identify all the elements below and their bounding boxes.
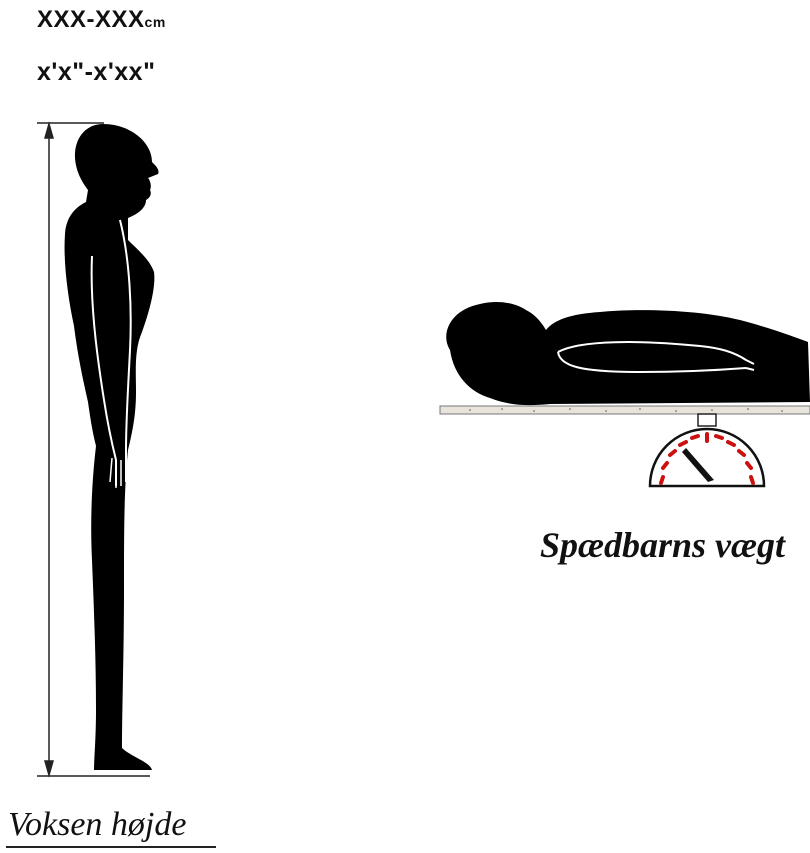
infant-silhouette <box>446 302 810 405</box>
metric-height-range: XXX-XXXcm <box>37 6 166 34</box>
scale-stem <box>698 414 716 426</box>
infant-weight-figure <box>430 290 810 495</box>
metric-height-unit: cm <box>145 14 166 30</box>
imperial-height-range: x'x"-x'xx" <box>37 58 155 87</box>
adult-silhouette <box>65 124 159 770</box>
metric-height-value: XXX-XXX <box>37 6 145 33</box>
scale-platform <box>440 406 810 414</box>
adult-caption-underline <box>6 846 216 848</box>
infant-weight-caption: Spædbarns vægt <box>540 527 785 563</box>
adult-height-caption: Voksen højde <box>8 808 186 842</box>
adult-height-figure <box>0 110 200 790</box>
